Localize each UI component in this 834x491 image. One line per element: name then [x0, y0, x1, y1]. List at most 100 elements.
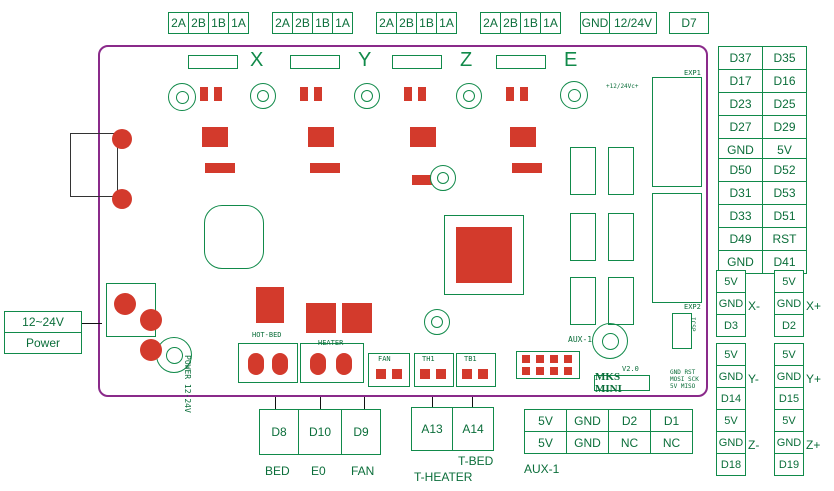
- axis-x-label: X: [250, 49, 264, 71]
- endstop-pin: D14: [716, 387, 746, 410]
- exp1-silk: EXP1: [684, 69, 701, 77]
- d7-label: D7: [669, 12, 709, 34]
- exp-pin-cell: D31: [718, 181, 763, 205]
- endstop-pin: 5V: [716, 409, 746, 432]
- power-pad: [140, 309, 162, 331]
- pad: [512, 163, 542, 173]
- endstop-pin: GND: [716, 365, 746, 388]
- pad: [536, 355, 544, 363]
- exp-pin-cell: D50: [718, 158, 763, 182]
- vin-silk: +12/24Vc+: [606, 83, 639, 90]
- motor-pin-label: 1A: [540, 12, 561, 34]
- pad: [205, 163, 235, 173]
- aux1-connector: [516, 351, 580, 379]
- driver-e: [510, 127, 536, 147]
- output-bed-label: BED: [265, 464, 290, 478]
- mount-hole: [592, 323, 628, 359]
- exp-pin-cell: D27: [718, 115, 763, 139]
- therm-bed-pin: A14: [452, 407, 494, 451]
- fan-connector: [368, 353, 410, 387]
- exp-pin-cell: D17: [718, 69, 763, 93]
- exp-pin-cell: D51: [762, 204, 807, 228]
- wire: [275, 397, 276, 409]
- pad: [522, 367, 530, 375]
- motor-pin-label: 1B: [208, 12, 229, 34]
- via: [424, 309, 450, 335]
- pad: [522, 355, 530, 363]
- motor-e-connector: [496, 55, 546, 69]
- pad: [418, 87, 426, 101]
- pad: [564, 367, 572, 375]
- endstop-z-minus-conn: [570, 277, 596, 325]
- power-voltage-label: 12~24V: [4, 311, 82, 333]
- motor-pin-label: 2A: [376, 12, 397, 34]
- motor-pin-label: 2B: [292, 12, 313, 34]
- motor-pin-label: 2A: [480, 12, 501, 34]
- output-fan-pin: D9: [341, 409, 381, 455]
- driver-z: [410, 127, 436, 147]
- mount-hole: [168, 83, 196, 111]
- pad: [462, 369, 472, 379]
- power-header-gnd: GND: [580, 12, 610, 34]
- exp-pin-cell: D49: [718, 227, 763, 251]
- pad: [336, 353, 352, 375]
- driver-x: [202, 127, 228, 147]
- icsp-silk: ICSP: [689, 317, 696, 332]
- axis-z-label: Z: [460, 49, 473, 71]
- pad: [478, 369, 488, 379]
- aux1-pin: NC: [608, 431, 651, 454]
- axis-y-label: Y: [358, 49, 372, 71]
- mcu-outline: [444, 215, 524, 295]
- aux1-pin: GND: [566, 409, 609, 432]
- motor-pin-label: 1B: [520, 12, 541, 34]
- endstop-name: X-: [748, 299, 760, 313]
- exp-pin-cell: D33: [718, 204, 763, 228]
- hot-bed-connector: [238, 343, 298, 383]
- power-label: Power: [4, 332, 82, 354]
- driver-y: [308, 127, 334, 147]
- motor-x-connector: [188, 55, 238, 69]
- motor-pin-label: 1A: [332, 12, 353, 34]
- motor-pin-label: 1B: [312, 12, 333, 34]
- icsp-header: [672, 313, 692, 349]
- axis-e-label: E: [564, 49, 578, 71]
- usb-port-outline: [70, 133, 118, 197]
- pad: [200, 87, 208, 101]
- endstop-pin: GND: [774, 292, 804, 315]
- motor-pin-label: 2A: [272, 12, 293, 34]
- exp-pin-cell: D52: [762, 158, 807, 182]
- mount-hole: [560, 81, 588, 109]
- endstop-y-plus-conn: [608, 213, 634, 261]
- endstop-name: X+: [806, 299, 822, 313]
- wire: [364, 397, 365, 409]
- endstop-pin: 5V: [716, 270, 746, 293]
- mosfet-fan: [342, 303, 372, 333]
- via: [354, 83, 380, 109]
- usb-pad: [112, 129, 132, 149]
- heater-connector: [300, 343, 364, 383]
- endstop-name: Z-: [748, 438, 760, 452]
- motor-pin-label: 2B: [500, 12, 521, 34]
- endstop-pin: GND: [774, 431, 804, 454]
- output-fan-label: FAN: [351, 464, 375, 478]
- endstop-name: Y+: [806, 372, 822, 386]
- endstop-pin: 5V: [716, 343, 746, 366]
- exp-pin-cell: GND: [718, 250, 763, 274]
- inductor-outline: [204, 205, 264, 269]
- therm-heater-label: T-HEATER: [414, 470, 473, 484]
- heater-silk: HEATER: [318, 339, 344, 347]
- exp-pin-cell: RST: [762, 227, 807, 251]
- endstop-pin: GND: [774, 365, 804, 388]
- endstop-pin: GND: [716, 431, 746, 454]
- wire: [472, 397, 473, 407]
- exp-pin-cell: D29: [762, 115, 807, 139]
- exp2-header: [652, 193, 702, 303]
- therm-heater-pin: A13: [411, 407, 453, 451]
- usb-pad: [112, 189, 132, 209]
- motor-pin-label: 1A: [436, 12, 457, 34]
- endstop-pin: D2: [774, 314, 804, 337]
- motor-y-connector: [290, 55, 340, 69]
- aux1-silk: AUX-1: [568, 335, 593, 344]
- hot-bed-silk: HOT-BED: [252, 331, 282, 339]
